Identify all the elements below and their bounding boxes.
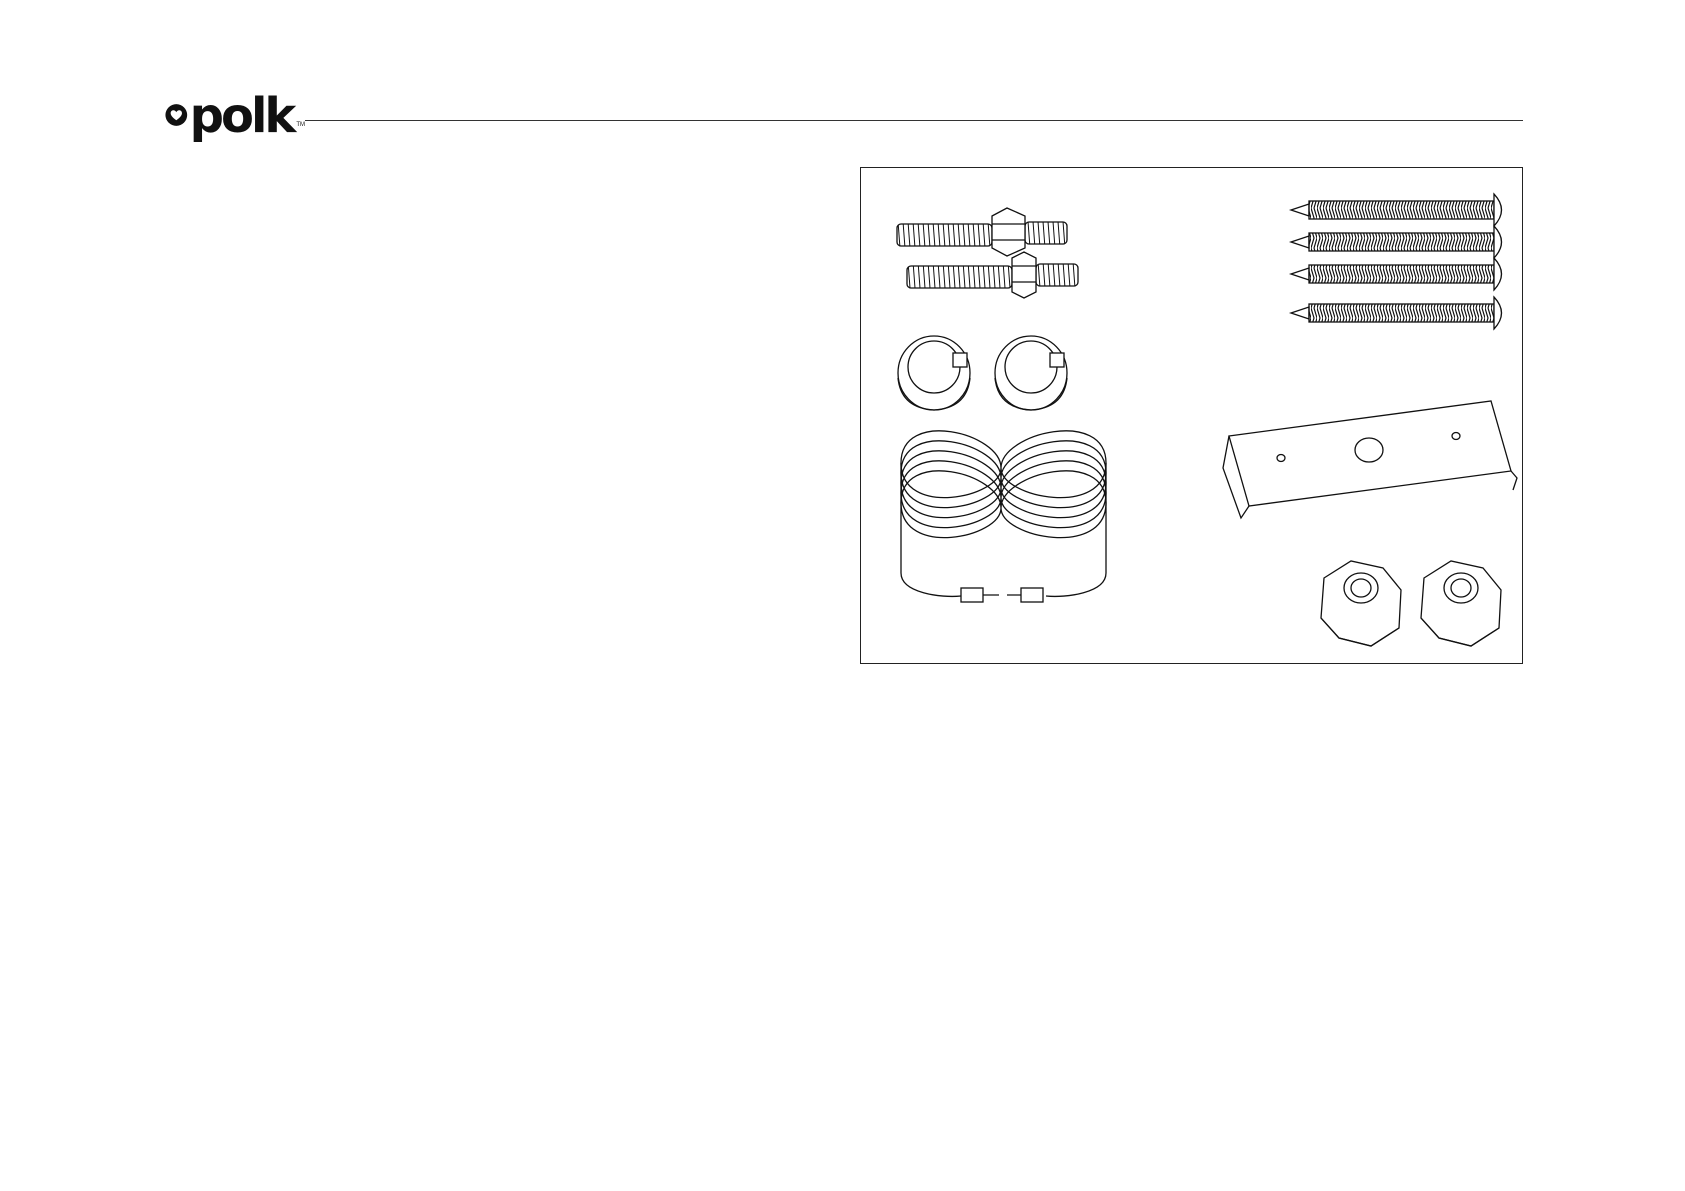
- screw-3: [1291, 258, 1502, 290]
- screw-2: [1291, 226, 1502, 258]
- lock-washer-1: [898, 336, 970, 410]
- speaker-cable-coil: [901, 431, 1106, 602]
- header-rule: [305, 120, 1523, 121]
- screw-4: [1291, 297, 1502, 329]
- threaded-stud-1: [897, 208, 1067, 256]
- hardware-kit-figure: [860, 167, 1523, 664]
- trademark-mark: TM: [296, 122, 305, 128]
- hardware-illustration: [861, 168, 1524, 665]
- heart-icon: [165, 102, 188, 128]
- logo-wordmark: polk: [190, 92, 294, 140]
- brand-logo: polk TM: [165, 82, 305, 140]
- wood-screws: [1291, 194, 1502, 329]
- screw-1: [1291, 194, 1502, 226]
- hex-nut-1: [1321, 561, 1401, 646]
- mounting-bracket: [1223, 401, 1517, 518]
- lock-washer-2: [995, 336, 1067, 410]
- hex-nut-2: [1421, 561, 1501, 646]
- threaded-stud-2: [907, 252, 1078, 298]
